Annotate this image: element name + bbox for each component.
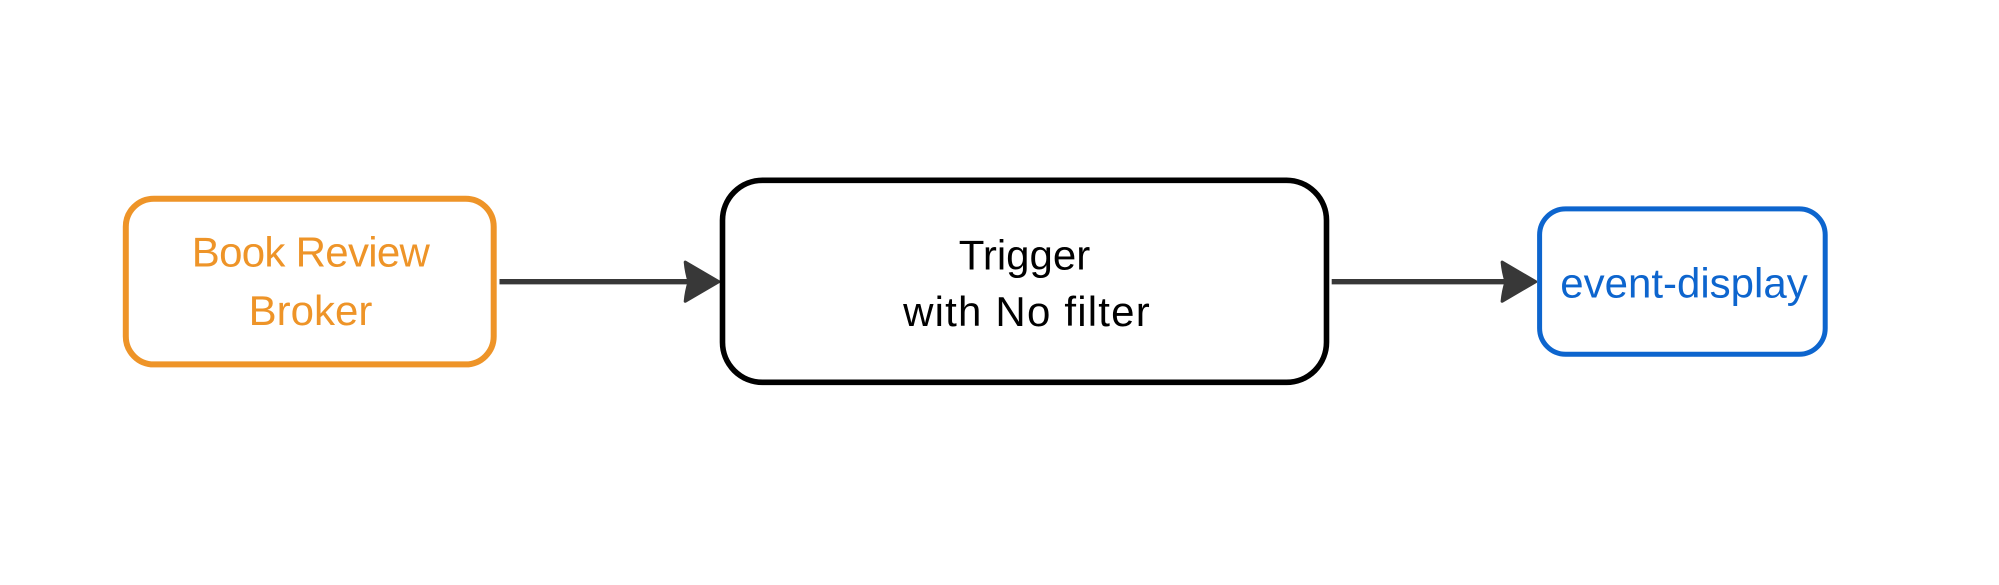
svg-text:Trigger: Trigger [959,232,1090,279]
svg-text:Book Review: Book Review [192,228,431,275]
svg-text:event-display: event-display [1560,260,1807,307]
svg-text:with No filter: with No filter [902,288,1151,335]
svg-text:Broker: Broker [249,287,373,334]
